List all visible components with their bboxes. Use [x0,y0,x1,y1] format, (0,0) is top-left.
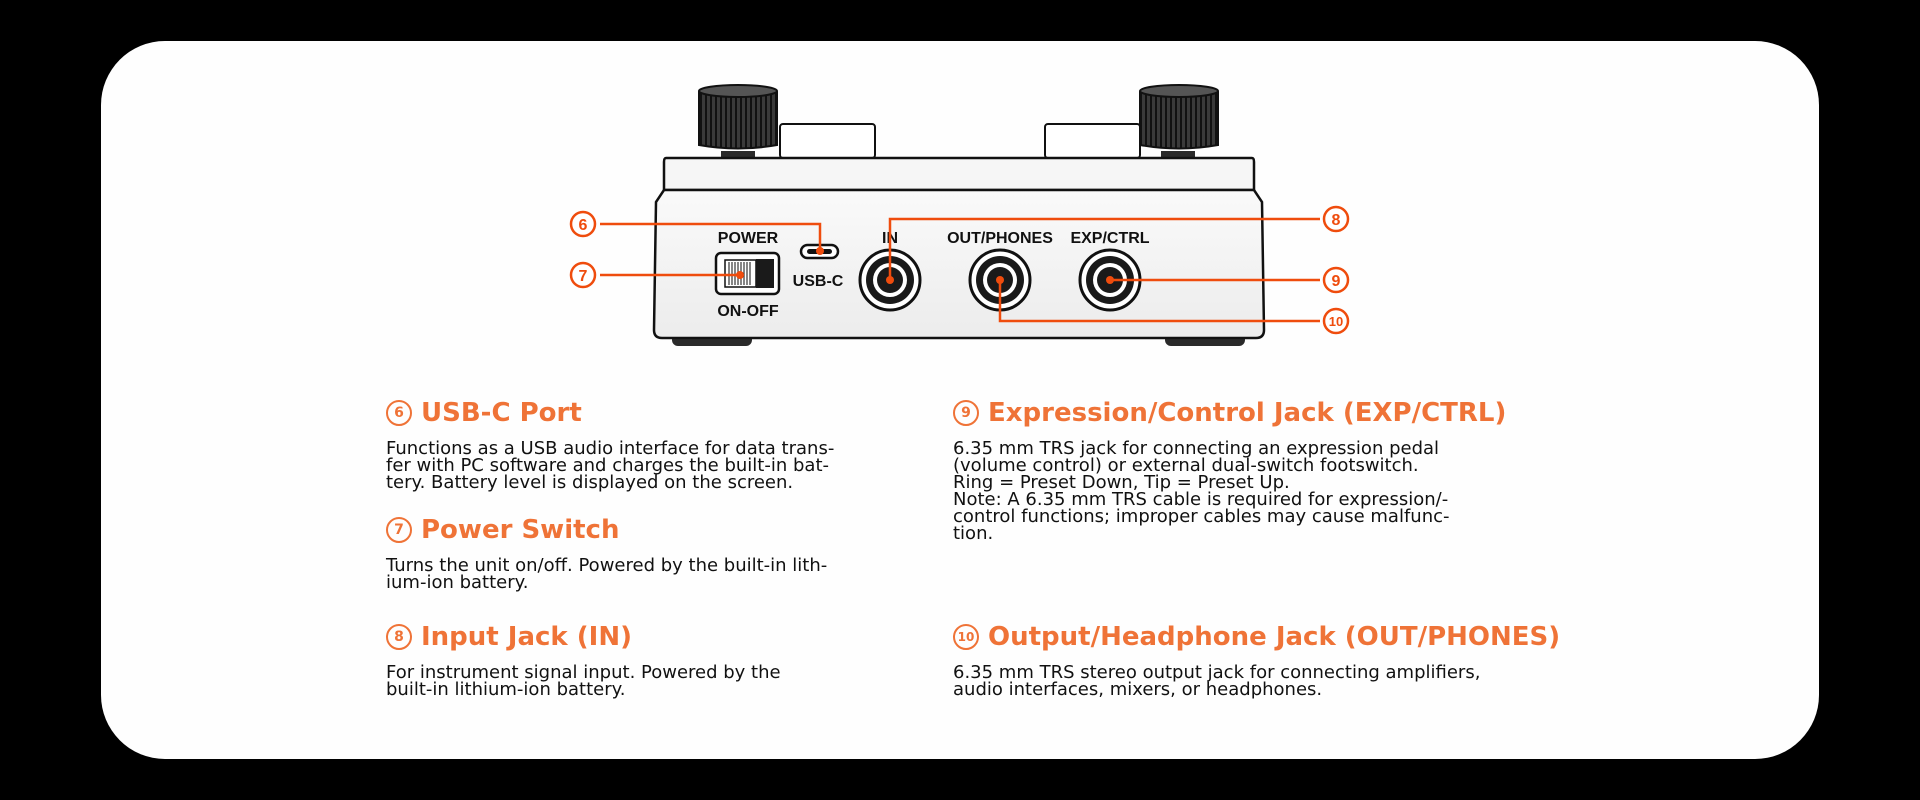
section-number-badge: 9 [953,400,979,426]
callout-lines [600,217,1320,323]
section-title: Output/Headphone Jack (OUT/PHONES) [988,622,1561,652]
section-title: Expression/Control Jack (EXP/CTRL) [988,398,1507,428]
section-number-badge: 7 [386,517,412,543]
section-title: USB-C Port [421,398,582,428]
section-input-jack: 8 Input Jack (IN) For instrument signal … [386,621,906,700]
footswitch-pads [779,123,1141,159]
callout-6: 6 [569,210,597,238]
out-phones-label: OUT/PHONES [947,230,1053,247]
on-off-label: ON-OFF [717,303,779,320]
section-number-badge: 8 [386,624,412,650]
section-body: For instrument signal input. Powered by … [386,662,781,700]
svg-text:9: 9 [1332,273,1341,290]
section-body: Functions as a USB audio interface for d… [386,438,835,493]
callout-8: 8 [1322,205,1350,233]
callout-line-6 [600,222,822,251]
left-knob [698,84,778,161]
section-title: Input Jack (IN) [421,622,632,652]
callout-line-8 [888,217,1320,280]
callout-9: 9 [1322,266,1350,294]
section-usb-c-port: 6 USB-C Port Functions as a USB audio in… [386,397,906,493]
callout-7: 7 [569,261,597,289]
pedal-top-plate [662,156,1256,192]
section-exp-ctrl-jack: 9 Expression/Control Jack (EXP/CTRL) 6.3… [953,397,1573,544]
callout-line-10 [998,280,1320,323]
svg-text:7: 7 [579,268,588,285]
power-switch [714,251,781,296]
usb-c-label: USB-C [793,273,844,290]
section-number-badge: 10 [953,624,979,650]
svg-text:6: 6 [579,217,588,234]
power-label: POWER [718,230,779,247]
section-title: Power Switch [421,515,620,545]
right-knob [1139,84,1219,161]
section-body: 6.35 mm TRS stereo output jack for conne… [953,662,1481,700]
callout-dots [736,247,1114,284]
callout-10: 10 [1322,307,1350,335]
section-power-switch: 7 Power Switch Turns the unit on/off. Po… [386,514,906,593]
section-output-jack: 10 Output/Headphone Jack (OUT/PHONES) 6.… [953,621,1573,700]
section-body: 6.35 mm TRS jack for connecting an expre… [953,438,1450,544]
section-body: Turns the unit on/off. Powered by the bu… [386,555,828,593]
svg-text:10: 10 [1329,314,1343,329]
exp-ctrl-label: EXP/CTRL [1070,230,1149,247]
section-number-badge: 6 [386,400,412,426]
svg-text:8: 8 [1332,212,1341,229]
